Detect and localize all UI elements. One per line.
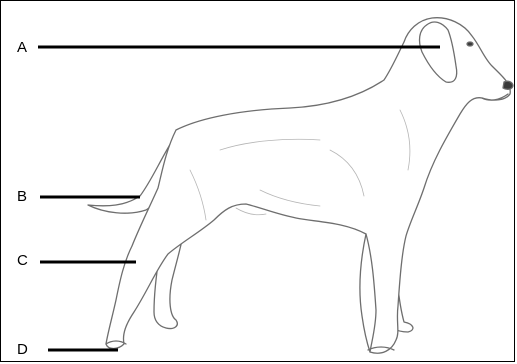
label-c: C [17, 253, 28, 268]
label-b: B [17, 189, 27, 204]
label-a: A [17, 40, 27, 55]
label-d: D [17, 342, 28, 357]
dog-nose [503, 81, 513, 89]
dog-illustration [88, 18, 513, 354]
dog-eye [467, 42, 473, 46]
dog-near-front-leg [360, 234, 370, 352]
